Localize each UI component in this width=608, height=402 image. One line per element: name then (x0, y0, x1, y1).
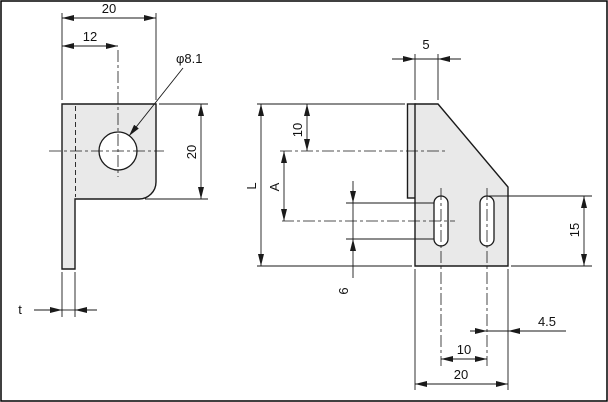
front-view: 20 12 φ8.1 20 t (18, 1, 208, 317)
dim-label-slot-zone: 15 (567, 223, 582, 237)
dim-label-length: L (244, 182, 259, 189)
side-view: 5 10 A L 15 6 (244, 37, 592, 390)
dim-front-hole-offset: 12 (62, 29, 118, 49)
dim-label-front-width: 20 (102, 1, 116, 16)
dim-side-width: 20 (414, 269, 509, 390)
dim-label-front-height: 20 (184, 145, 199, 159)
dim-front-hole-diameter: φ8.1 (128, 51, 203, 137)
dim-side-center-offset: 10 (290, 104, 310, 151)
dim-front-width: 20 (61, 1, 157, 100)
dim-label-hole-diameter: φ8.1 (176, 51, 203, 66)
dim-front-thickness: t (18, 272, 97, 317)
dim-label-slot-pitch: 10 (457, 342, 471, 357)
dim-label-thickness: t (18, 302, 22, 317)
dim-side-slot-edge-offset: 4.5 (470, 314, 566, 334)
leader-line (128, 67, 184, 137)
dim-label-slot-edge-offset: 4.5 (538, 314, 556, 329)
dim-label-top-flat: 5 (422, 37, 429, 52)
dim-side-length: L (244, 104, 412, 267)
dim-label-side-width: 20 (454, 367, 468, 382)
dim-side-slot-pitch: 10 (441, 342, 487, 362)
dim-label-hole-offset: 12 (83, 29, 97, 44)
dim-side-a: A (267, 151, 287, 221)
dim-label-center-offset: 10 (290, 123, 305, 137)
dim-front-height: 20 (145, 103, 208, 200)
dim-side-slot-length: 6 (336, 181, 434, 295)
dim-label-a: A (267, 182, 282, 191)
dim-side-slot-zone: 15 (489, 195, 592, 267)
front-outline (61, 103, 157, 270)
dim-label-slot-length: 6 (336, 287, 351, 294)
dim-side-top-flat: 5 (392, 37, 461, 100)
